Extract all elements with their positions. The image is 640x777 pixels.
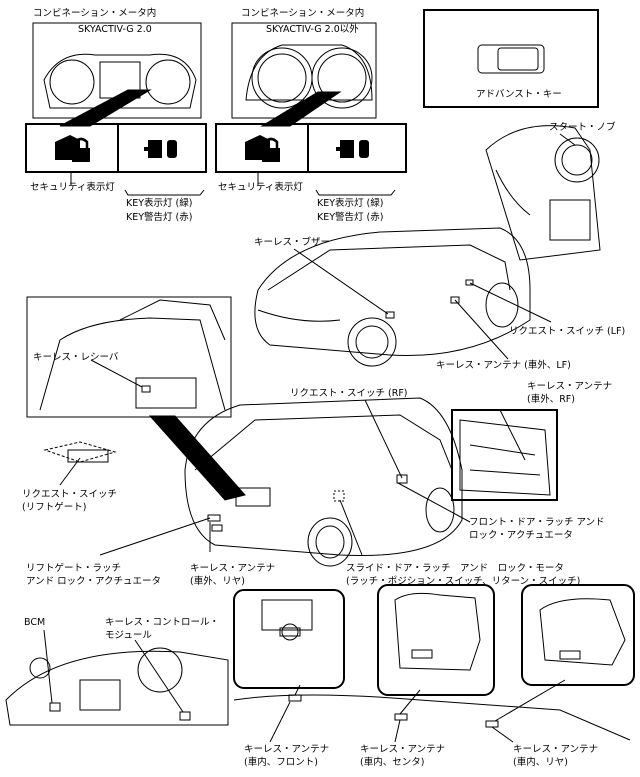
indicator-box-2: [215, 123, 407, 173]
antenna-in-rear-label-1: キーレス・アンテナ: [513, 744, 599, 755]
antenna-in-center-label-1: キーレス・アンテナ: [360, 744, 446, 755]
meter1-left-gauge: [49, 59, 95, 105]
request-switch-liftgate-label-1: リクエスト・スイッチ: [22, 489, 118, 500]
slide-door-latch-label-2: (ラッチ・ポジション・スイッチ、リターン・スイッチ): [346, 576, 581, 587]
meter1-title: SKYACTIV-G 2.0: [78, 24, 152, 35]
meter1-panel: [32, 22, 202, 119]
inset-rear-seat: [521, 584, 635, 686]
keyless-module-label-1: キーレス・コントロール・: [105, 617, 220, 628]
keyless-module-marker: [179, 711, 191, 721]
key-indicator-icon-1: [144, 140, 177, 158]
liftgate-callout-wedge: [148, 415, 246, 501]
start-knob-label: スタート・ノブ: [549, 122, 616, 133]
meter2-panel: [231, 22, 377, 119]
start-knob: [554, 137, 600, 183]
bcm-marker: [49, 702, 61, 712]
meter1-callout-wedge: [59, 89, 152, 127]
liftgate-latch-marker: [207, 514, 221, 522]
keyless-receiver-marker: [141, 385, 151, 393]
antenna-in-rear-label-2: (車内、リヤ): [513, 757, 568, 768]
keyless-receiver-label: キーレス・レシーバ: [33, 352, 119, 363]
van-front: [254, 227, 531, 357]
antenna-ext-rf-label-1: キーレス・アンテナ: [527, 381, 613, 392]
antenna-ext-rear-label-1: キーレス・アンテナ: [190, 563, 276, 574]
antenna-in-center-label-2: (車内、センタ): [360, 757, 425, 768]
advanced-key-panel: [423, 9, 599, 108]
security-lamp-label-2: セキュリティ表示灯: [218, 182, 303, 193]
antenna-rear-marker: [211, 524, 223, 532]
liftgate-latch-label-1: リフトゲート・ラッチ: [26, 563, 122, 574]
inset-center-seat: [377, 584, 495, 696]
antenna-ext-rear-label-2: (車外、リヤ): [190, 576, 245, 587]
dashboard-outline: [485, 125, 601, 261]
meter1-right-gauge: [145, 59, 191, 105]
keyless-buzzer-label: キーレス・ブザー: [254, 237, 331, 248]
advanced-key-label: アドバンスト・キー: [476, 89, 562, 100]
bcm-label: BCM: [24, 617, 46, 628]
request-switch-rf-label: リクエスト・スイッチ (RF): [290, 388, 408, 399]
meter1-caption: コンビネーション・メータ内: [33, 8, 157, 19]
meter2-title: SKYACTIV-G 2.0以外: [266, 24, 359, 35]
meter1-cluster-outline: [43, 53, 197, 109]
antenna-in-front-label-1: キーレス・アンテナ: [244, 744, 330, 755]
meter2-caption: コンビネーション・メータ内: [241, 8, 365, 19]
meter2-left-gauge: [251, 47, 313, 109]
interior-dash-left: [5, 650, 229, 726]
slide-door-latch-marker: [333, 490, 345, 502]
request-switch-lf-label: リクエスト・スイッチ (LF): [509, 326, 626, 337]
slide-door-latch-label-1: スライド・ドア・ラッチ アンド ロック・モータ: [346, 563, 564, 574]
antenna-in-front-label-2: (車内、フロント): [244, 757, 318, 768]
key-green-label-1: KEY表示灯 (緑): [126, 198, 193, 209]
antenna-center-marker: [394, 713, 408, 721]
front-door-latch-label-2: ロック・アクチュエータ: [469, 530, 573, 541]
steering-wheel: [137, 647, 183, 693]
meter2-right-gauge: [311, 47, 373, 109]
key-red-label-2: KEY警告灯 (赤): [317, 212, 384, 223]
antenna-rear-interior-marker: [485, 720, 499, 728]
request-switch-lf-marker: [465, 279, 474, 286]
front-door-latch-label-1: フロント・ドア・ラッチ アンド: [469, 517, 605, 528]
inset-front-console: [233, 589, 345, 689]
antenna-front-inset-marker: [279, 627, 301, 637]
security-indicator-icon-1: [55, 135, 90, 162]
antenna-rear-inset-marker: [559, 650, 581, 660]
antenna-front-marker: [288, 694, 302, 702]
advanced-key-fob: [477, 44, 545, 74]
meter2-callout-wedge: [260, 91, 342, 127]
key-green-label-2: KEY表示灯 (緑): [317, 198, 384, 209]
antenna-ext-rf-label-2: (車外、RF): [527, 394, 575, 405]
request-switch-liftgate-label-2: (リフトゲート): [22, 502, 87, 513]
security-lamp-label-1: セキュリティ表示灯: [30, 182, 115, 193]
security-indicator-icon-2: [245, 135, 280, 162]
van-rear: [184, 397, 463, 557]
indicator-box-1: [25, 123, 207, 173]
front-latch-marker: [396, 474, 408, 484]
key-red-label-1: KEY警告灯 (赤): [126, 212, 193, 223]
rf-inset-panel: [451, 409, 558, 501]
antenna-lf-marker: [450, 296, 460, 304]
keyless-module-label-2: モジュール: [105, 630, 152, 641]
liftgate-latch-label-2: アンド ロック・アクチュエータ: [26, 576, 161, 587]
key-indicator-icon-2: [336, 140, 369, 158]
antenna-center-inset-marker: [411, 649, 433, 659]
keyless-buzzer-marker: [385, 311, 395, 319]
liftgate-inset-panel: [26, 296, 232, 418]
antenna-ext-lf-label: キーレス・アンテナ (車外、LF): [436, 360, 571, 371]
